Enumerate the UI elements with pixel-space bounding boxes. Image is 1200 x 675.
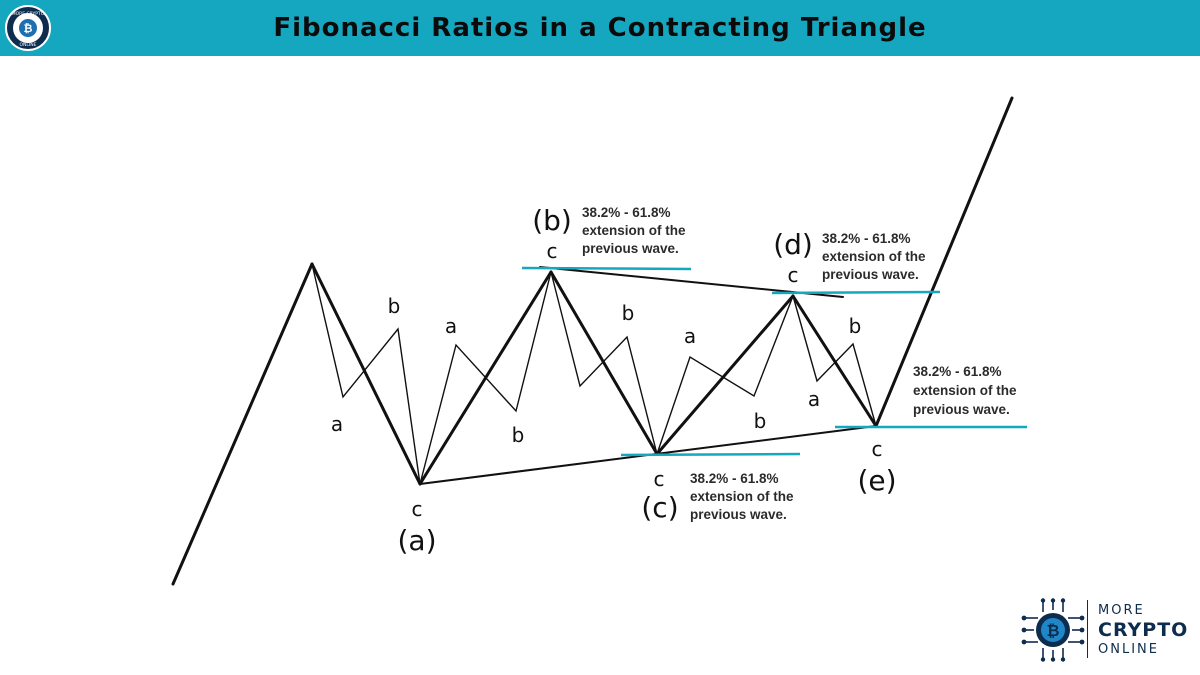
brand-line-3: ONLINE — [1098, 642, 1159, 657]
label-e-sub-a: a — [808, 387, 820, 411]
label-d-sub-c: c — [788, 263, 799, 287]
wave-c-subwaves — [550, 271, 658, 455]
label-e-sub-b: b — [849, 314, 862, 338]
note-e-line2: extension of the — [913, 383, 1017, 398]
label-wave-e: (e) — [857, 464, 896, 497]
note-d-line2: extension of the — [822, 249, 926, 264]
svg-text:₿: ₿ — [24, 22, 33, 35]
brand-line-1: MORE — [1098, 603, 1145, 618]
note-b-line2: extension of the — [582, 223, 686, 238]
fib-level-b — [521, 266, 692, 271]
fib-level-d — [771, 290, 941, 295]
note-c-line1: 38.2% - 61.8% — [690, 471, 779, 486]
wave-a-subwaves — [311, 263, 421, 485]
svg-text:₿: ₿ — [1046, 621, 1059, 640]
wave-b-subwaves — [419, 271, 552, 485]
fib-level-c — [620, 452, 801, 457]
label-e-sub-c: c — [872, 437, 883, 461]
note-e-line1: 38.2% - 61.8% — [913, 364, 1002, 379]
note-wave-c: 38.2% - 61.8% extension of the previous … — [690, 471, 794, 522]
wave-d-subwaves — [656, 295, 794, 455]
title-banner — [0, 0, 1200, 56]
label-wave-a: (a) — [397, 524, 436, 557]
note-b-line1: 38.2% - 61.8% — [582, 205, 671, 220]
label-b-sub-c: c — [547, 239, 558, 263]
breakout-line — [874, 96, 1014, 428]
note-wave-e: 38.2% - 61.8% extension of the previous … — [913, 364, 1017, 417]
label-d-sub-a: a — [684, 324, 696, 348]
brand-divider — [1087, 600, 1088, 658]
brand-line-2: CRYPTO — [1098, 619, 1189, 641]
wave-c-line — [549, 270, 659, 456]
wave-a-line — [310, 262, 422, 486]
label-c-sub-c: c — [654, 467, 665, 491]
label-b-sub-a: a — [445, 314, 457, 338]
logo-badge: ₿ MORE CRYPTO ONLINE — [5, 5, 51, 51]
label-c-sub-b: b — [622, 301, 635, 325]
incoming-trend-line — [171, 262, 314, 586]
label-wave-c: (c) — [641, 491, 678, 524]
note-wave-b: 38.2% - 61.8% extension of the previous … — [582, 205, 686, 256]
label-a-sub-a: a — [331, 412, 343, 436]
wave-d-line — [655, 294, 795, 456]
bitcoin-icon — [1041, 618, 1065, 642]
wave-e-subwaves — [792, 295, 877, 427]
label-b-sub-b: b — [512, 423, 525, 447]
bitcoin-icon — [19, 19, 37, 37]
label-a-sub-b: b — [388, 294, 401, 318]
label-wave-b: (b) — [532, 204, 572, 237]
brand-logo-icon: ₿ — [1021, 598, 1085, 662]
wave-e-line — [791, 294, 878, 428]
page-title: Fibonacci Ratios in a Contracting Triang… — [273, 13, 927, 43]
note-b-line3: previous wave. — [582, 241, 679, 256]
note-c-line2: extension of the — [690, 489, 794, 504]
note-wave-d: 38.2% - 61.8% extension of the previous … — [822, 231, 926, 282]
logo-text-bottom: ONLINE — [20, 42, 37, 48]
note-d-line1: 38.2% - 61.8% — [822, 231, 911, 246]
label-d-sub-b: b — [754, 409, 767, 433]
note-e-line3: previous wave. — [913, 402, 1010, 417]
logo-text-top: MORE CRYPTO — [12, 11, 45, 17]
note-d-line3: previous wave. — [822, 267, 919, 282]
label-wave-d: (d) — [773, 228, 813, 261]
label-a-sub-c: c — [412, 497, 423, 521]
note-c-line3: previous wave. — [690, 507, 787, 522]
